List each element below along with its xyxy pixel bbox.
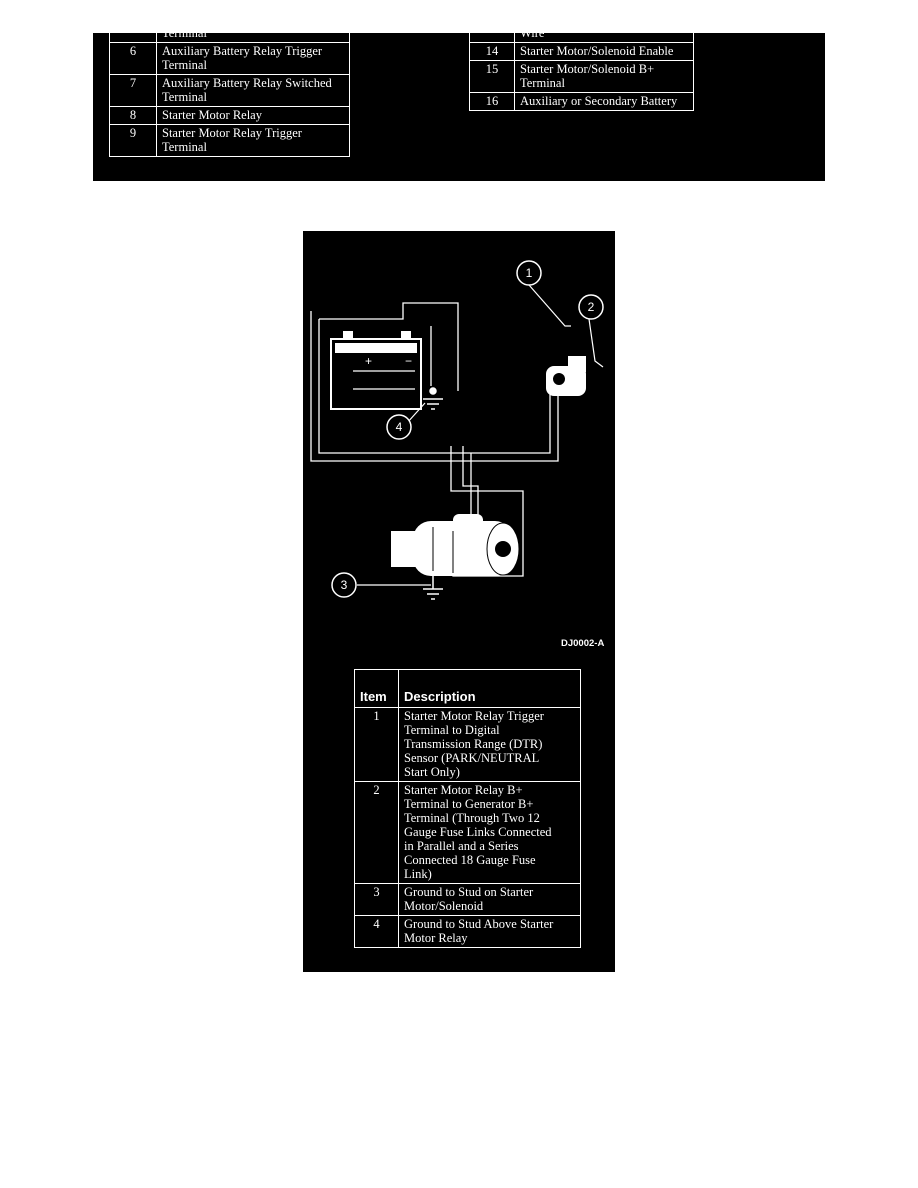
battery-plus: + [365,354,372,368]
wire-battery-inner [318,319,551,454]
battery-icon: + − [330,331,422,410]
header-item: Item [354,669,399,708]
table-row: 14 Starter Motor/Solenoid Enable [469,42,694,61]
ground-symbol-icon [423,387,443,410]
ground-symbol-icon [423,576,443,600]
table-row: 3 Ground to Stud on Starter Motor/Soleno… [354,883,581,916]
starting-system-diagram: + − [310,260,604,600]
description-table: Item Description 1 Starter Motor Relay T… [354,669,581,948]
header-description: Description [398,669,581,708]
table-row: 6 Auxiliary Battery Relay Trigger Termin… [109,42,350,75]
table-row: 7 Auxiliary Battery Relay Switched Termi… [109,74,350,107]
svg-text:4: 4 [396,420,403,434]
callout-3: 3 [331,572,357,598]
table-row: 4 Ground to Stud Above Starter Motor Rel… [354,915,581,948]
wire-battery-to-relay [310,311,559,462]
table-row: 1 Starter Motor Relay Trigger Terminal t… [354,707,581,782]
table-row: Wire [469,33,694,43]
table-row: 16 Auxiliary or Secondary Battery [469,92,694,111]
wiring-diagram-panel: + − [303,231,615,972]
callout-2: 2 [578,294,604,320]
callout-4: 4 [386,414,412,440]
starter-relay-icon [546,356,586,396]
callout-1: 1 [516,260,542,286]
svg-text:2: 2 [588,300,595,314]
svg-text:3: 3 [341,578,348,592]
figure-id: DJ0002-A [561,638,605,649]
table-row: 15 Starter Motor/Solenoid B+ Terminal [469,60,694,93]
table-row: 8 Starter Motor Relay [109,106,350,125]
top-legend-panel: Terminal 6 Auxiliary Battery Relay Trigg… [93,33,825,181]
table-row: 2 Starter Motor Relay B+ Terminal to Gen… [354,781,581,884]
table-row: Terminal [109,33,350,43]
wire-upper-loop [319,302,459,391]
partial-row-label: Terminal [156,33,350,43]
table-header-row: Item Description [354,669,581,708]
table-row: 9 Starter Motor Relay Trigger Terminal [109,124,350,157]
left-legend-table: Terminal 6 Auxiliary Battery Relay Trigg… [109,33,350,157]
right-legend-table: Wire 14 Starter Motor/Solenoid Enable 15… [469,33,694,111]
svg-text:1: 1 [526,266,533,280]
battery-minus: − [405,354,412,368]
starter-motor-icon [391,514,520,576]
partial-row-label: Wire [514,33,694,43]
